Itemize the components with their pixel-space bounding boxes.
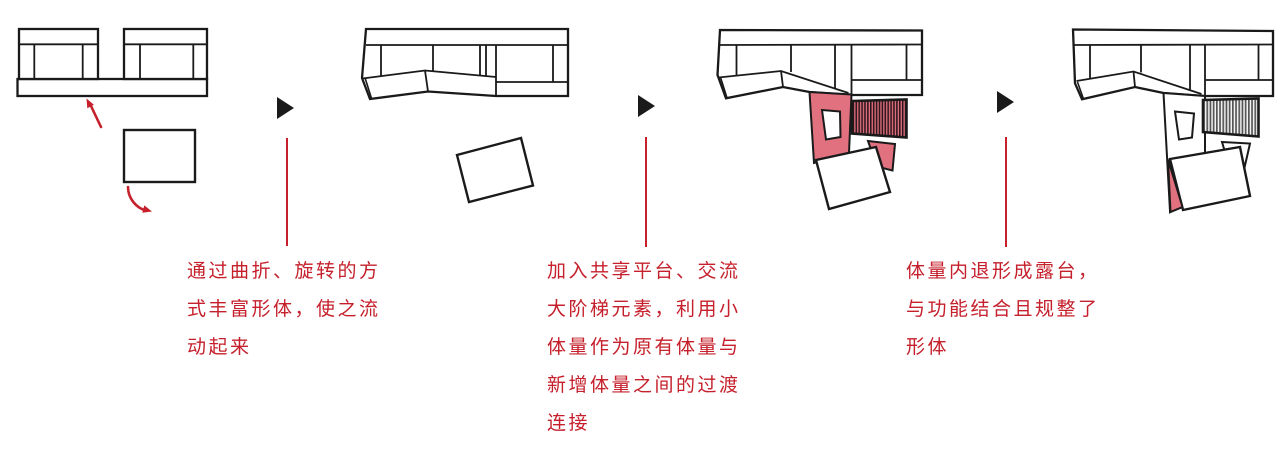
stage-1-drawing: [16, 27, 209, 213]
rotation-arrow-icon: [126, 185, 152, 213]
stage-2-drawing: [360, 27, 570, 204]
building-block-left: [17, 27, 100, 81]
stage-4-drawing: [1071, 28, 1275, 215]
shift-arrow-icon: [86, 98, 103, 129]
small-volume-block: [122, 128, 197, 184]
step-caption-3: 体量内退形成露台， 与功能结合且规整了 形体: [906, 260, 1100, 358]
bent-building-volume: [1071, 28, 1275, 101]
step-caption-2: 加入共享平台、交流 大阶梯元素，利用小 体量作为原有体量与 新增体量之间的过渡 …: [547, 260, 741, 434]
bent-building-volume: [716, 28, 924, 100]
terrace-accent: [1167, 159, 1184, 214]
platform-opening: [820, 108, 842, 141]
terrace-opening: [1173, 110, 1196, 141]
rotated-volume-block: [455, 136, 535, 204]
bent-building-volume: [360, 27, 570, 101]
rotated-volume-block: [1168, 145, 1252, 212]
diagram-stage-3: [690, 0, 940, 234]
separator-line: [286, 138, 288, 246]
rotated-volume-block: [814, 145, 892, 211]
step-caption-1: 通过曲折、旋转的方 式丰富形体，使之流 动起来: [187, 260, 381, 358]
arrow-right-icon: [638, 95, 655, 117]
shared-platform-block: [808, 90, 853, 165]
separator-line: [645, 137, 647, 247]
grand-stair-hatch-block: [850, 98, 908, 139]
diagram-stage-1: [0, 0, 230, 234]
building-block-right: [122, 27, 209, 81]
stage-3-drawing: [716, 28, 924, 211]
arrow-right-icon: [277, 97, 294, 119]
diagram-stage-4: [1040, 0, 1280, 234]
diagram-stage-2: [340, 0, 580, 234]
arrow-right-icon: [997, 91, 1014, 113]
base-bar: [16, 77, 209, 98]
separator-line: [1005, 137, 1007, 247]
grand-stair-hatch-block: [1201, 97, 1260, 138]
